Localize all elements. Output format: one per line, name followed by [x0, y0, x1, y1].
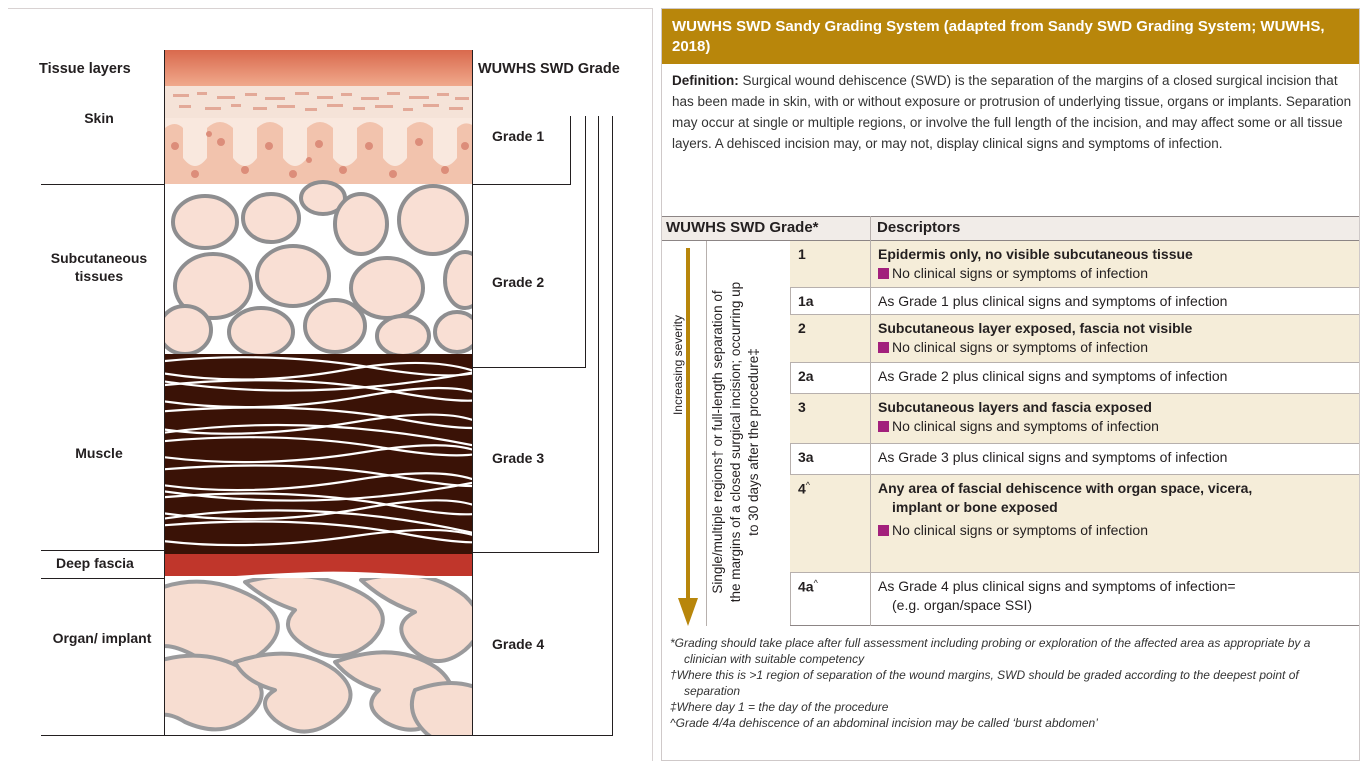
descriptor-title: implant or bone exposed — [878, 498, 1348, 517]
header-descriptors: Descriptors — [877, 216, 1177, 241]
grade-code-text: 4a — [798, 579, 814, 595]
grade-row-1a: 1a As Grade 1 plus clinical signs and sy… — [790, 288, 1359, 315]
marker-square — [878, 268, 889, 279]
grade-label-3: Grade 3 — [492, 450, 544, 468]
descriptor-title: Epidermis only, no visible subcutaneous … — [878, 245, 1348, 264]
layer-label-deep-fascia: Deep fascia — [56, 555, 134, 573]
grade-code-text: 4 — [798, 481, 806, 497]
grade-code-sup: ^ — [814, 578, 818, 588]
region-text: Single/multiple regions† or full-length … — [709, 257, 763, 627]
grade-row-2a: 2a As Grade 2 plus clinical signs and sy… — [790, 363, 1359, 394]
footnotes: *Grading should take place after full as… — [670, 635, 1355, 731]
footnote: ^Grade 4/4a dehiscence of an abdominal i… — [670, 715, 1355, 731]
footnote: †Where this is >1 region of separation o… — [670, 667, 1355, 699]
descriptor-title: Subcutaneous layers and fascia exposed — [878, 398, 1348, 417]
grade-header: WUWHS SWD Grade — [478, 60, 620, 78]
layer-divider — [41, 735, 164, 736]
grade-code: 3a — [798, 449, 814, 465]
grade-row-3: 3 Subcutaneous layers and fascia exposed… — [790, 394, 1359, 444]
grade-label-1: Grade 1 — [492, 128, 544, 146]
grade-divider — [473, 552, 599, 553]
marker-square — [878, 525, 889, 536]
descriptor-note: No clinical signs or symptoms of infecti… — [892, 522, 1148, 538]
marker-square — [878, 421, 889, 432]
descriptor-text: (e.g. organ/space SSI) — [878, 596, 1348, 615]
layer-label-muscle: Muscle — [44, 445, 154, 463]
layer-label-skin: Skin — [44, 110, 154, 128]
descriptor-title: Subcutaneous layer exposed, fascia not v… — [878, 319, 1348, 338]
layer-divider — [41, 550, 164, 551]
tissue-cross-section — [164, 50, 473, 736]
footnote: *Grading should take place after full as… — [670, 635, 1355, 667]
region-text-line: Single/multiple regions† or full-length … — [709, 257, 727, 627]
grade-divider — [473, 367, 586, 368]
descriptor-note: No clinical signs or symptoms of infecti… — [892, 339, 1148, 355]
grading-panel: WUWHS SWD Sandy Grading System (adapted … — [661, 8, 1360, 761]
grade-bracket — [585, 116, 586, 368]
descriptor-text: As Grade 4 plus clinical signs and sympt… — [878, 577, 1348, 596]
grade-row-1: 1 Epidermis only, no visible subcutaneou… — [790, 241, 1359, 288]
grade-descriptor: As Grade 2 plus clinical signs and sympt… — [878, 367, 1348, 386]
definition-text: Surgical wound dehiscence (SWD) is the s… — [672, 73, 1351, 151]
grade-label-4: Grade 4 — [492, 636, 544, 654]
grade-code: 1a — [798, 293, 814, 309]
grade-label-2: Grade 2 — [492, 274, 544, 292]
grade-bracket — [598, 116, 599, 553]
layer-label-subcutaneous: Subcutaneous tissues — [44, 250, 154, 285]
grade-row-2: 2 Subcutaneous layer exposed, fascia not… — [790, 315, 1359, 363]
layer-divider — [41, 184, 164, 185]
skin-surface — [165, 50, 473, 86]
grade-descriptor: Subcutaneous layer exposed, fascia not v… — [878, 319, 1348, 357]
panel-title: WUWHS SWD Sandy Grading System (adapted … — [662, 9, 1359, 64]
column-separator — [706, 241, 707, 626]
footnote: ‡Where day 1 = the day of the procedure — [670, 699, 1355, 715]
grade-bracket — [570, 116, 571, 185]
header-grade: WUWHS SWD Grade* — [662, 216, 862, 241]
layer-label-organ: Organ/ implant — [52, 630, 152, 648]
grade-row-4: 4^ Any area of fascial dehiscence with o… — [790, 475, 1359, 573]
marker-square — [878, 342, 889, 353]
grade-bracket — [612, 116, 613, 736]
grade-code: 1 — [798, 246, 806, 262]
descriptor-title: Any area of fascial dehiscence with orga… — [878, 479, 1348, 498]
grade-descriptor: Epidermis only, no visible subcutaneous … — [878, 245, 1348, 283]
grade-descriptor: Any area of fascial dehiscence with orga… — [878, 479, 1348, 540]
dermal-papillae — [165, 122, 473, 184]
severity-arrow — [678, 248, 698, 628]
grade-code: 2a — [798, 368, 814, 384]
grade-descriptor: Subcutaneous layers and fascia exposed N… — [878, 398, 1348, 436]
grade-row-4a: 4a^ As Grade 4 plus clinical signs and s… — [790, 573, 1359, 626]
layer-divider — [41, 578, 164, 579]
region-text-line: to 30 days after the procedure‡ — [745, 257, 763, 627]
grade-code: 2 — [798, 320, 806, 336]
tissue-layers-header: Tissue layers — [39, 60, 131, 78]
definition: Definition: Surgical wound dehiscence (S… — [672, 70, 1352, 154]
grade-code: 4^ — [798, 480, 810, 497]
descriptor-note: No clinical signs or symptoms of infecti… — [892, 265, 1148, 281]
grade-row-3a: 3a As Grade 3 plus clinical signs and sy… — [790, 444, 1359, 475]
column-separator — [870, 216, 871, 626]
grade-descriptor: As Grade 1 plus clinical signs and sympt… — [878, 292, 1348, 311]
grade-divider — [473, 184, 571, 185]
grade-descriptor: As Grade 4 plus clinical signs and sympt… — [878, 577, 1348, 615]
descriptor-note: No clinical signs and symptoms of infect… — [892, 418, 1159, 434]
epidermis — [165, 86, 473, 118]
region-text-line: the margins of a closed surgical incisio… — [727, 257, 745, 627]
definition-label: Definition: — [672, 73, 739, 88]
grade-code: 3 — [798, 399, 806, 415]
grade-code: 4a^ — [798, 578, 818, 595]
grade-descriptor: As Grade 3 plus clinical signs and sympt… — [878, 448, 1348, 467]
grade-code-sup: ^ — [806, 480, 810, 490]
grade-divider — [473, 735, 613, 736]
